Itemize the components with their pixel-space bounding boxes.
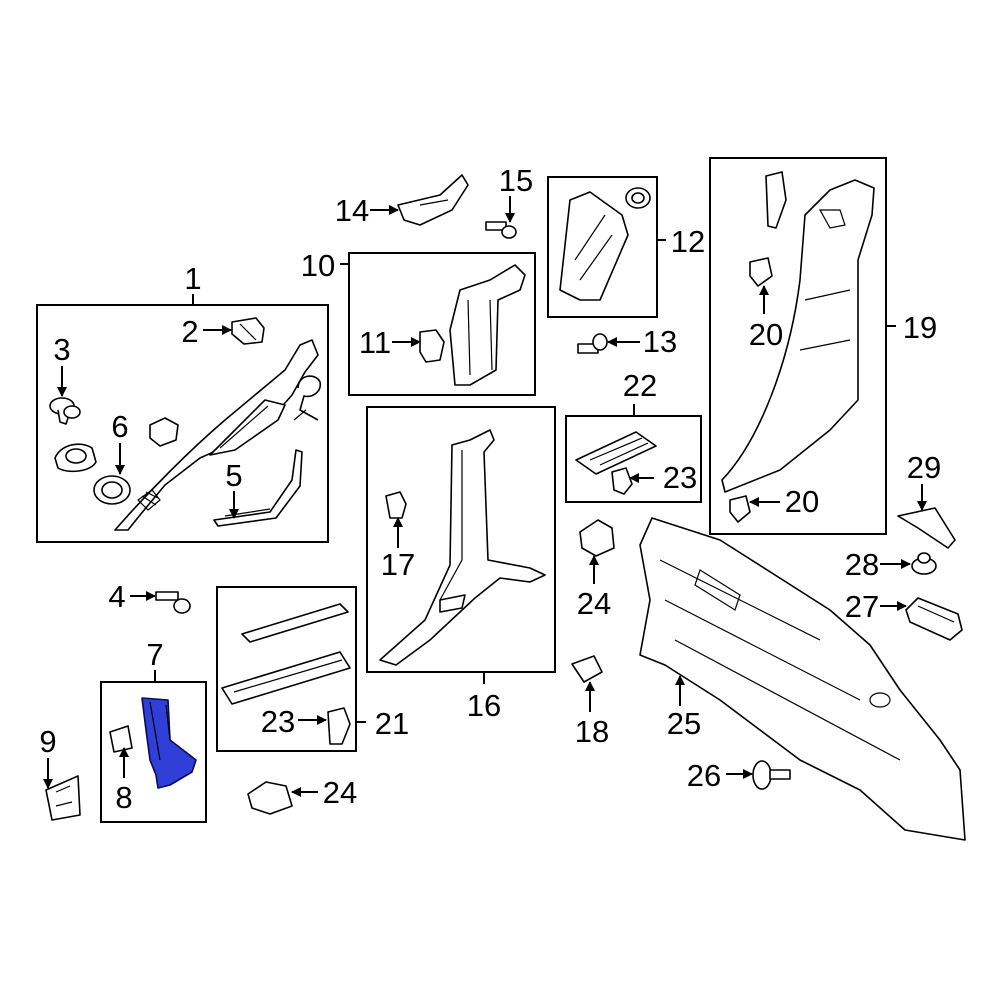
bolt-part-4[interactable] [155,591,191,614]
callout-24-lower: 24 [323,775,357,810]
callout-29: 29 [907,450,941,485]
callout-10: 10 [301,248,335,283]
pillar-lower-trim-part-16[interactable] [379,429,546,666]
callout-25: 25 [667,706,701,741]
callout-16: 16 [467,688,501,723]
callout-14: 14 [335,193,369,228]
callout-19: 19 [903,310,937,345]
group-box-7 [100,681,207,823]
callout-23-lower: 23 [261,704,295,739]
group-box-1 [36,304,329,543]
clip-part-23-lower[interactable] [327,707,351,745]
callout-4: 4 [108,579,125,614]
callout-20-lower: 20 [785,484,819,519]
group-box-19 [709,157,887,535]
clip-part-17[interactable] [385,491,407,519]
callout-3: 3 [53,332,70,367]
bracket-part-9[interactable] [45,775,81,821]
callout-22: 22 [623,368,657,403]
a-pillar-trim-part[interactable] [114,339,319,531]
pillar-upper-trim-part[interactable] [449,264,526,386]
callout-21: 21 [375,706,409,741]
callout-9: 9 [39,724,56,759]
group-box-21 [216,586,357,752]
callout-18: 18 [575,714,609,749]
callout-2: 2 [181,314,198,349]
push-pin-part-3[interactable] [49,397,81,425]
sill-plate-part-21[interactable] [221,603,351,705]
clip-part-24-lower[interactable] [247,781,293,815]
callout-5: 5 [225,458,242,493]
callout-28: 28 [845,547,879,582]
callout-26: 26 [687,758,721,793]
bracket-part-14[interactable] [397,174,469,226]
callout-1: 1 [184,261,201,296]
callout-17: 17 [381,547,415,582]
group-box-16 [366,406,556,673]
callout-27: 27 [845,589,879,624]
clip-part-23-upper[interactable] [611,467,633,495]
callout-12: 12 [671,224,705,259]
clip-part-20-upper[interactable] [749,257,773,287]
group-box-10 [348,252,536,396]
nut-part-28[interactable] [911,552,937,575]
grommet-part-6[interactable] [54,417,179,505]
handle-part-12[interactable] [559,187,651,301]
bolt-part-15[interactable] [485,221,517,239]
highlighted-trim-part-7[interactable] [141,697,197,789]
trim-part-29[interactable] [897,507,956,549]
cover-part-27[interactable] [905,597,963,641]
clip-part-2[interactable] [231,317,265,345]
callout-11: 11 [359,325,391,360]
callout-8: 8 [115,780,132,815]
push-pin-part-26[interactable] [752,760,791,790]
callout-24-upper: 24 [577,586,611,621]
clip-part-20-lower[interactable] [729,495,751,523]
hook-part[interactable] [293,375,322,421]
clip-part-8[interactable] [109,725,133,753]
latch-part[interactable] [765,171,787,229]
callout-7: 7 [146,637,163,672]
rear-panel-part-25[interactable] [639,517,966,841]
screw-part-13[interactable] [577,333,608,354]
clip-part-18[interactable] [571,655,603,683]
callout-15: 15 [499,163,533,198]
callout-20-upper: 20 [749,317,783,352]
clip-part-11[interactable] [419,329,445,363]
group-box-12 [547,176,658,318]
pad-part-22[interactable] [575,431,657,475]
callout-13: 13 [643,324,677,359]
clip-part-24-upper[interactable] [579,519,615,557]
callout-23-upper: 23 [663,460,697,495]
pillar-trim-part-19[interactable] [721,179,875,493]
callout-6: 6 [111,409,128,444]
